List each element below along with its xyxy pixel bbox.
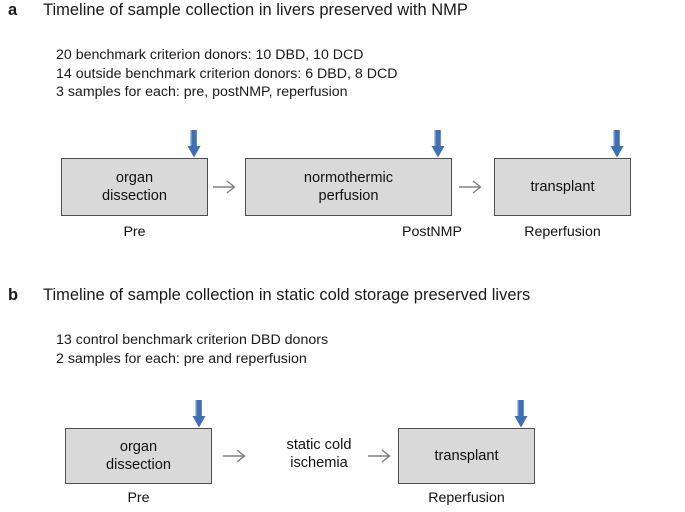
sample-arrow-pre-scs xyxy=(192,400,206,430)
flow-a-box-transplant-label: transplant xyxy=(530,179,595,195)
flow-a-box-organ-dissection-line2: dissection xyxy=(102,188,167,204)
panel-b-body-line-1: 13 control benchmark criterion DBD donor… xyxy=(56,332,329,348)
panel-b-header: b Timeline of sample collection in stati… xyxy=(0,285,685,315)
flow-b-connector-1-icon xyxy=(222,446,248,466)
flow-b-box-organ-dissection-label: organ dissection xyxy=(102,438,175,474)
panel-b-body-text: 13 control benchmark criterion DBD donor… xyxy=(56,331,328,368)
panel-a-body-line-1: 20 benchmark criterion donors: 10 DBD, 1… xyxy=(56,47,364,63)
flow-b-step-static-cold-ischemia-line2: ischemia xyxy=(290,455,348,471)
flow-a-box-organ-dissection-label: organ dissection xyxy=(98,169,171,205)
panel-b-flow-diagram: organ dissection Pre static cold ischemi… xyxy=(0,398,685,508)
flow-b-step-static-cold-ischemia: static cold ischemia xyxy=(254,436,384,472)
flow-b-box-transplant: transplant xyxy=(398,428,535,484)
sample-arrow-postnmp xyxy=(431,130,445,160)
panel-a-flow-diagram: organ dissection Pre normothermic perfus… xyxy=(0,128,685,248)
flow-b-step-static-cold-ischemia-line1: static cold xyxy=(286,437,352,453)
sample-arrow-reperfusion-nmp xyxy=(610,130,624,160)
flow-a-connector-2-icon xyxy=(458,177,484,197)
flow-b-box-organ-dissection-line1: organ xyxy=(119,439,158,455)
panel-a-letter: a xyxy=(8,1,18,19)
panel-a-body-line-3: 3 samples for each: pre, postNMP, reperf… xyxy=(56,84,348,100)
flow-a-box-normothermic-perfusion-label: normothermic perfusion xyxy=(300,169,397,205)
flow-a-stage-label-reperfusion: Reperfusion xyxy=(524,224,601,240)
sample-arrow-pre-nmp xyxy=(187,130,201,160)
panel-a-body-line-2: 14 outside benchmark criterion donors: 6… xyxy=(56,65,398,82)
sample-arrow-reperfusion-scs xyxy=(514,400,528,430)
panel-a-header: a Timeline of sample collection in liver… xyxy=(0,0,685,30)
flow-a-box-transplant: transplant xyxy=(494,158,631,216)
flow-b-box-organ-dissection: organ dissection xyxy=(65,428,212,484)
flow-a-stage-label-postnmp: PostNMP xyxy=(402,224,462,240)
flow-b-connector-2-icon xyxy=(367,446,393,466)
flow-b-box-organ-dissection-line2: dissection xyxy=(106,457,171,473)
flow-a-stage-label-pre: Pre xyxy=(123,224,146,240)
flow-b-stage-label-pre: Pre xyxy=(127,490,150,506)
panel-a-title: Timeline of sample collection in livers … xyxy=(43,1,468,19)
flow-a-connector-1-icon xyxy=(212,177,238,197)
flow-a-box-normothermic-perfusion: normothermic perfusion xyxy=(245,158,452,216)
flow-a-box-normothermic-perfusion-line2: perfusion xyxy=(318,188,379,204)
panel-a-body-text: 20 benchmark criterion donors: 10 DBD, 1… xyxy=(56,46,397,102)
flow-a-box-organ-dissection-line1: organ xyxy=(115,170,154,186)
panel-a: a Timeline of sample collection in liver… xyxy=(0,0,685,240)
panel-b-letter: b xyxy=(8,286,19,304)
panel-b-body-line-2: 2 samples for each: pre and reperfusion xyxy=(56,350,307,367)
flow-b-box-transplant-label: transplant xyxy=(434,448,499,464)
flow-a-box-organ-dissection: organ dissection xyxy=(61,158,208,216)
flow-a-box-normothermic-perfusion-line1: normothermic xyxy=(303,170,394,186)
panel-b: b Timeline of sample collection in stati… xyxy=(0,285,685,506)
flow-b-stage-label-reperfusion: Reperfusion xyxy=(428,490,505,506)
panel-b-title: Timeline of sample collection in static … xyxy=(43,286,531,304)
